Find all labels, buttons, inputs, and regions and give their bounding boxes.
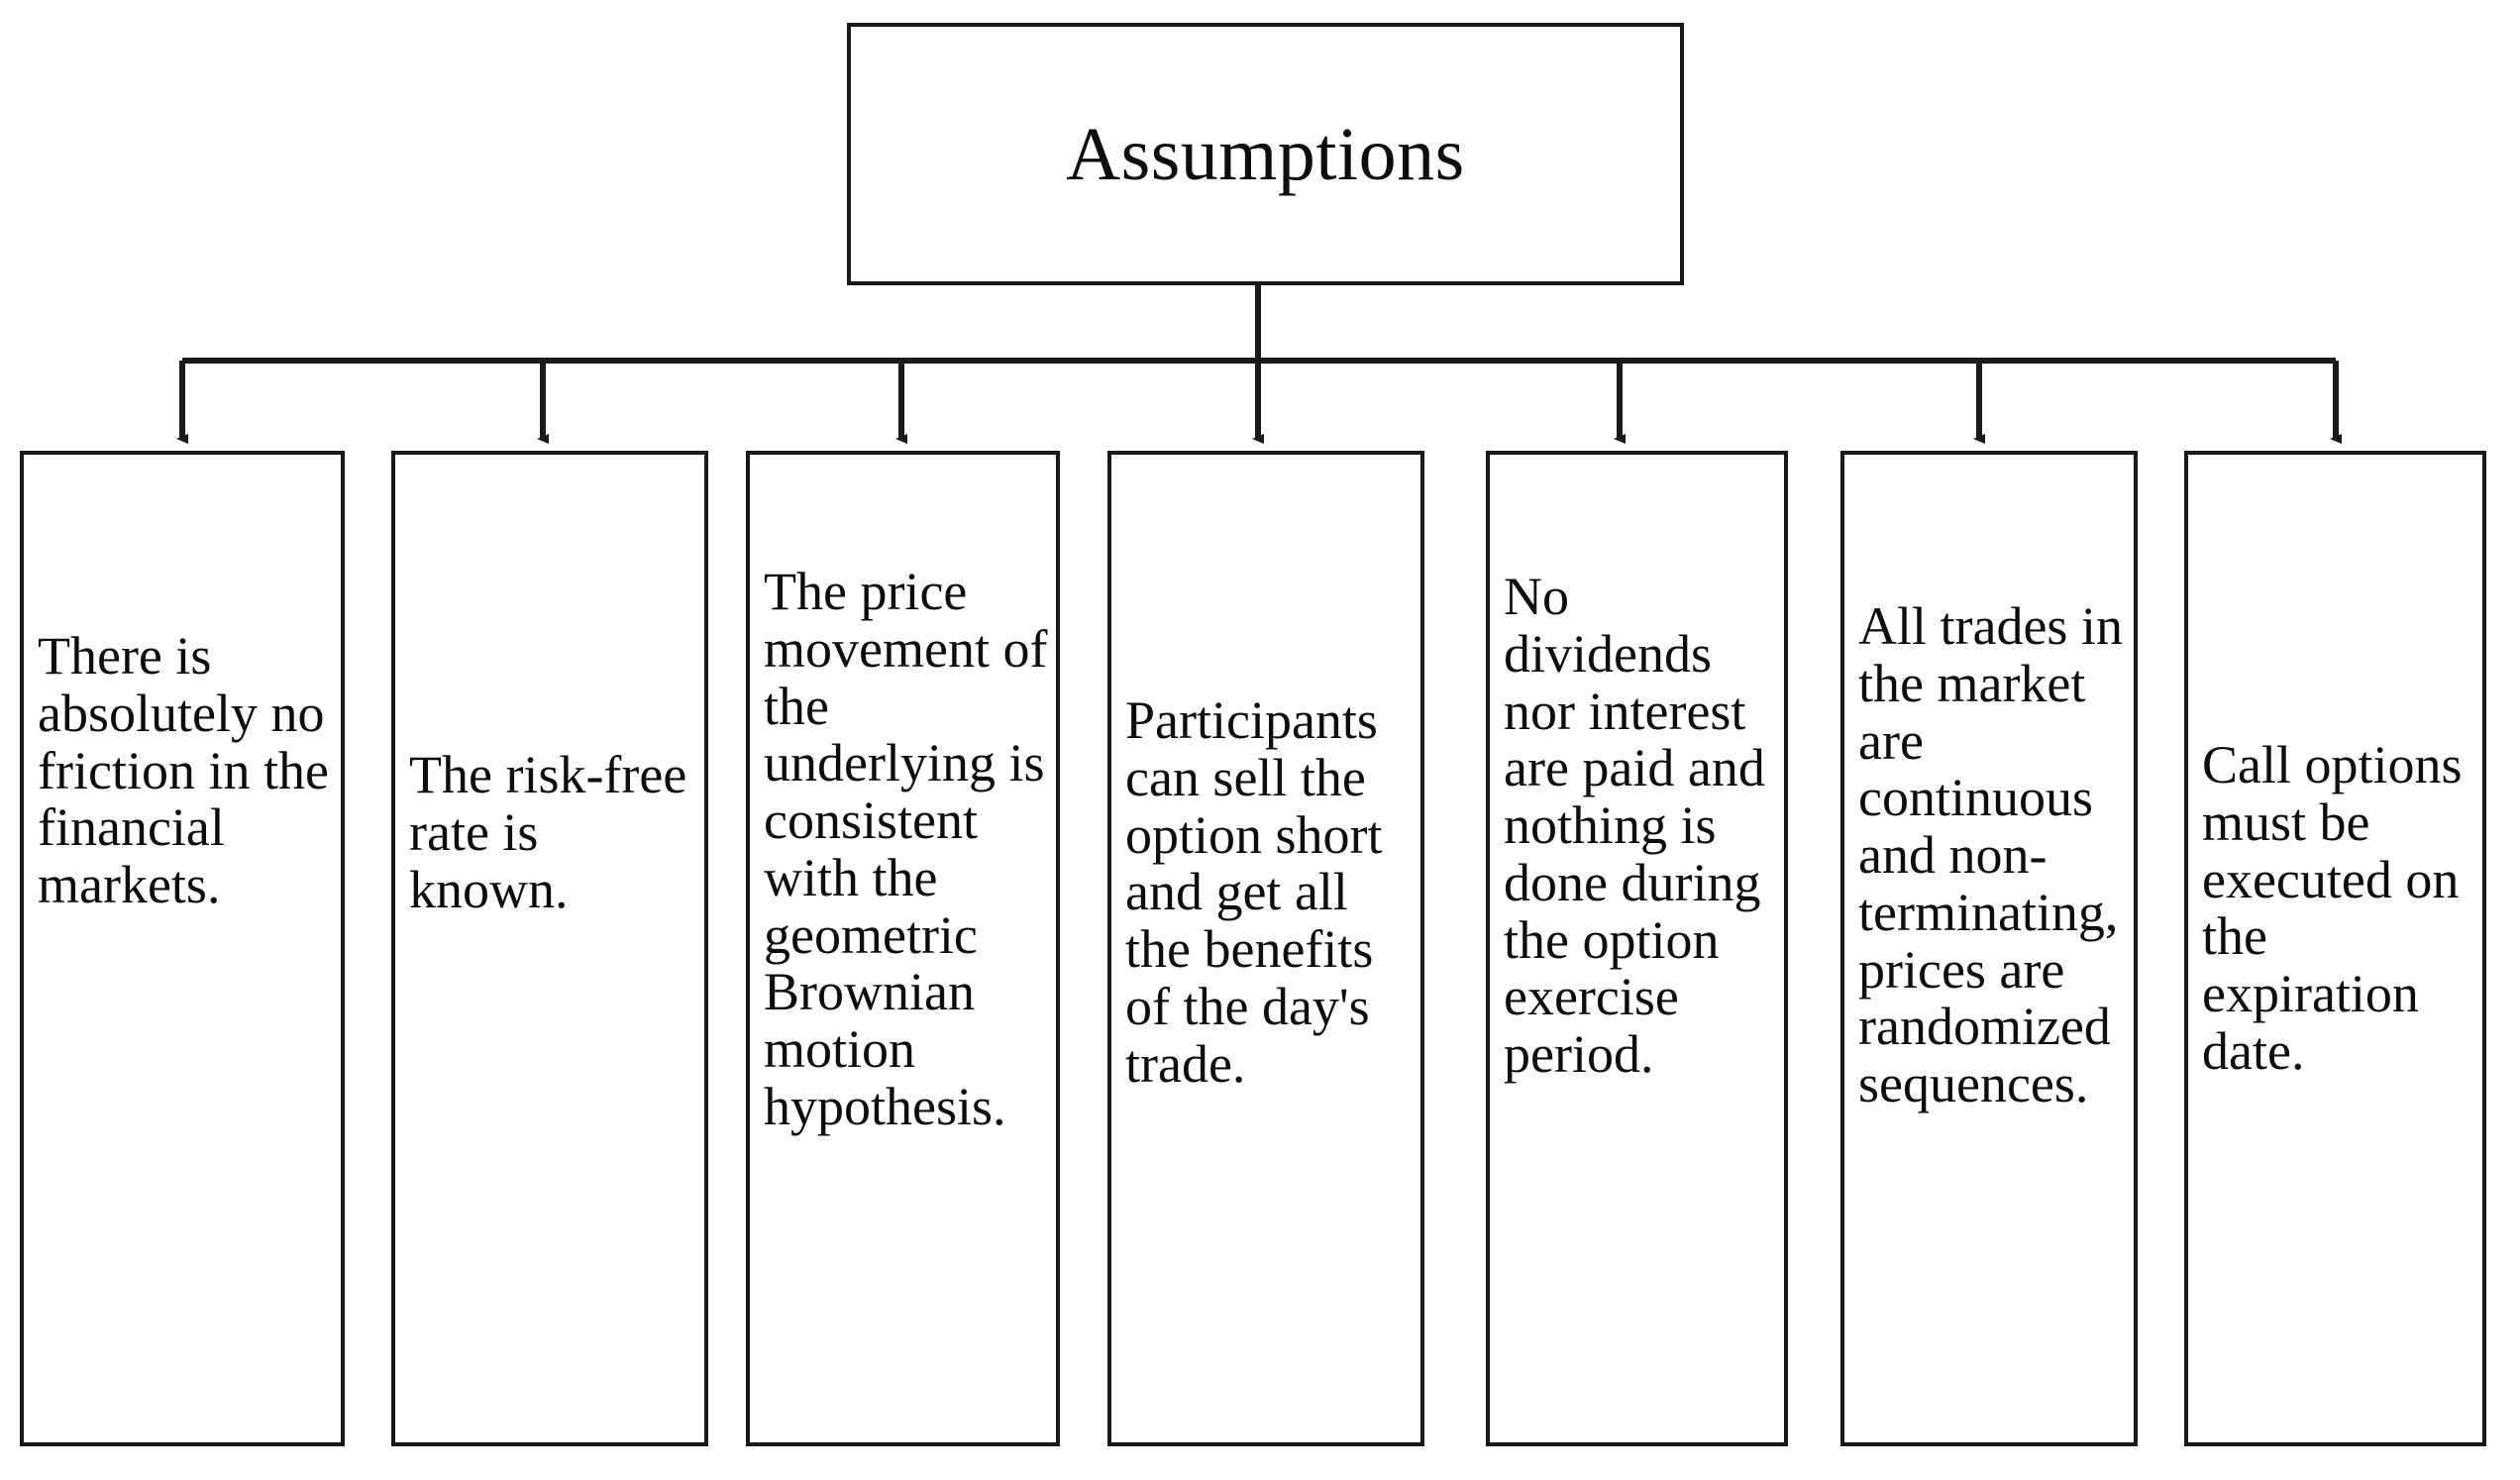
leaf-node-3[interactable]: The price movement of the underlying is …	[746, 451, 1060, 1446]
leaf-node-4-label: Participants can sell the option short a…	[1125, 690, 1383, 1094]
leaf-node-7-label: Call options must be executed on the exp…	[2202, 735, 2463, 1081]
leaf-node-6[interactable]: All trades in the market are continuous …	[1840, 451, 2138, 1446]
root-node-assumptions[interactable]: Assumptions	[847, 23, 1684, 285]
leaf-node-4[interactable]: Participants can sell the option short a…	[1107, 451, 1424, 1446]
leaf-node-5-label: No dividends nor interest are paid and n…	[1504, 567, 1765, 1085]
root-node-label: Assumptions	[1066, 112, 1465, 196]
leaf-node-6-label: All trades in the market are continuous …	[1858, 596, 2123, 1114]
leaf-node-7[interactable]: Call options must be executed on the exp…	[2184, 451, 2486, 1446]
leaf-node-5[interactable]: No dividends nor interest are paid and n…	[1486, 451, 1788, 1446]
leaf-node-2-label: The risk-free rate is known.	[409, 745, 687, 919]
leaf-node-2[interactable]: The risk-free rate is known.	[391, 451, 708, 1446]
leaf-node-3-label: The price movement of the underlying is …	[764, 562, 1048, 1136]
leaf-node-1[interactable]: There is absolutely no friction in the f…	[20, 451, 345, 1446]
leaf-node-1-label: There is absolutely no friction in the f…	[38, 626, 329, 915]
